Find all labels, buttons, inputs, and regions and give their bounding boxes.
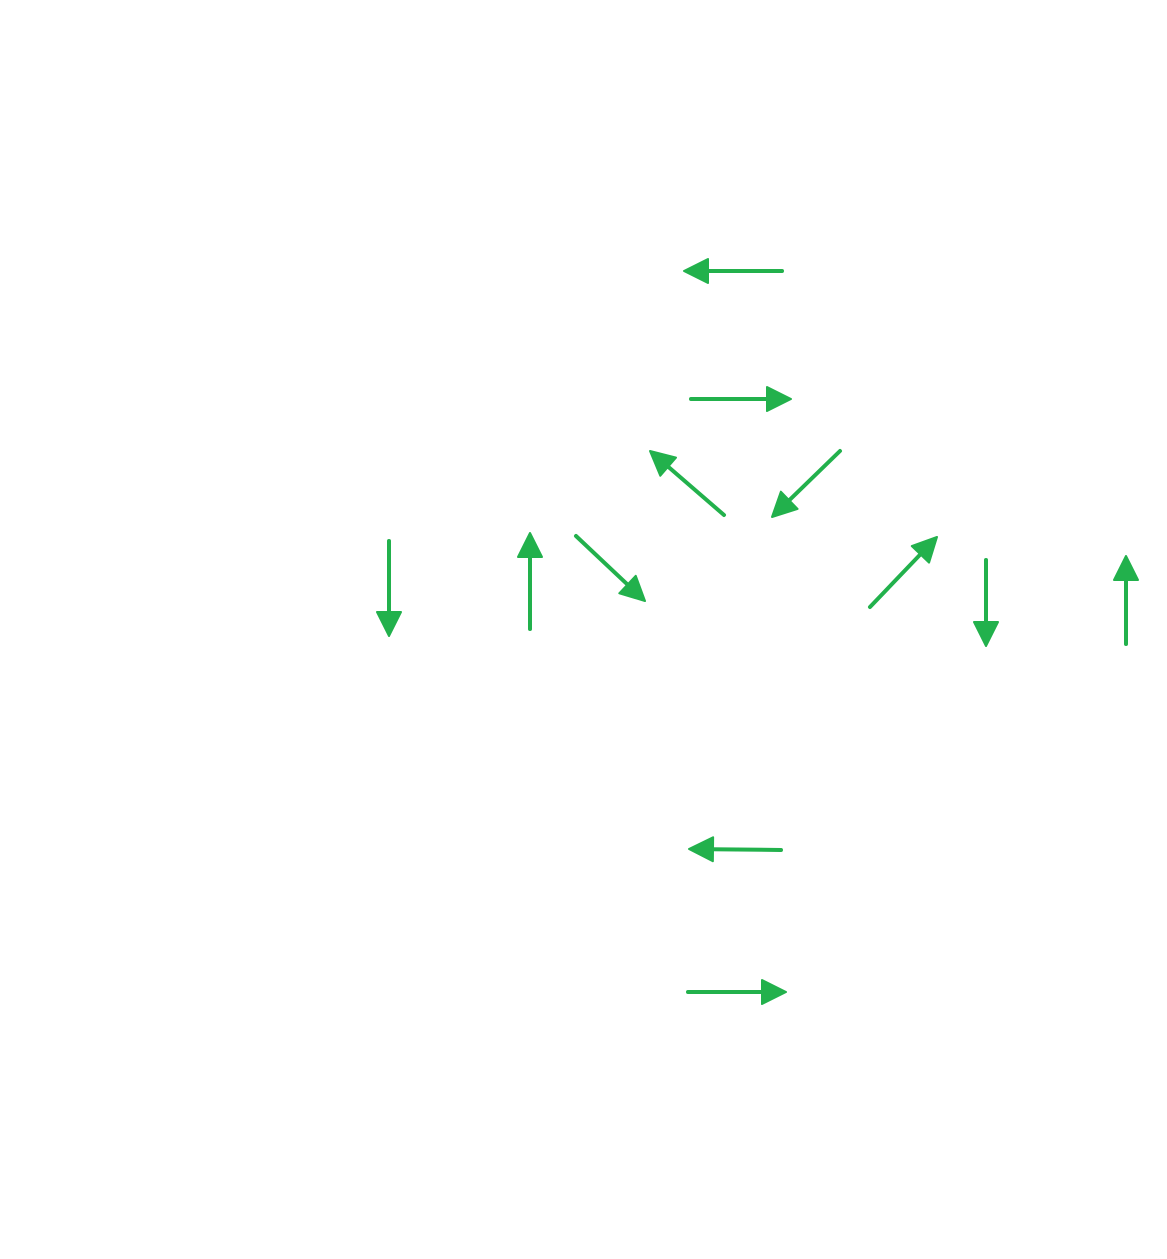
- arrow-upper-right-diagonal-head: [771, 490, 799, 518]
- arrow-center-left-diagonal: [574, 534, 646, 602]
- arrow-upper-right-diagonal: [771, 449, 842, 518]
- arrow-upper-right-diagonal-shaft: [785, 449, 842, 504]
- arrow-bottom-right-head: [761, 979, 787, 1005]
- arrow-bottom-left: [688, 836, 783, 863]
- arrow-right-down-head: [973, 621, 999, 647]
- arrow-left-up: [517, 532, 543, 631]
- arrow-bottom-right: [686, 979, 787, 1005]
- arrow-center-left-diagonal-shaft: [574, 534, 631, 588]
- arrow-top-right-head: [766, 386, 792, 412]
- arrow-center-right-diagonal-shaft: [868, 550, 924, 609]
- arrow-top-right: [689, 386, 792, 412]
- arrow-far-left-down: [376, 539, 402, 637]
- arrow-upper-left-diagonal-head: [649, 450, 678, 477]
- arrow-upper-left-diagonal: [649, 450, 726, 517]
- arrow-far-right-up: [1113, 555, 1139, 646]
- arrow-far-left-down-head: [376, 611, 402, 637]
- arrow-center-left-diagonal-head: [618, 574, 646, 602]
- arrow-bottom-left-shaft: [708, 847, 783, 852]
- arrow-top-left: [683, 258, 784, 284]
- arrow-far-right-up-head: [1113, 555, 1139, 581]
- arrow-right-down: [973, 558, 999, 647]
- arrow-center-right-diagonal: [868, 536, 938, 609]
- arrow-left-up-head: [517, 532, 543, 558]
- arrow-top-left-head: [683, 258, 709, 284]
- arrow-bottom-left-head: [688, 836, 715, 863]
- arrow-center-right-diagonal-head: [910, 536, 938, 564]
- arrow-upper-left-diagonal-shaft: [664, 463, 726, 517]
